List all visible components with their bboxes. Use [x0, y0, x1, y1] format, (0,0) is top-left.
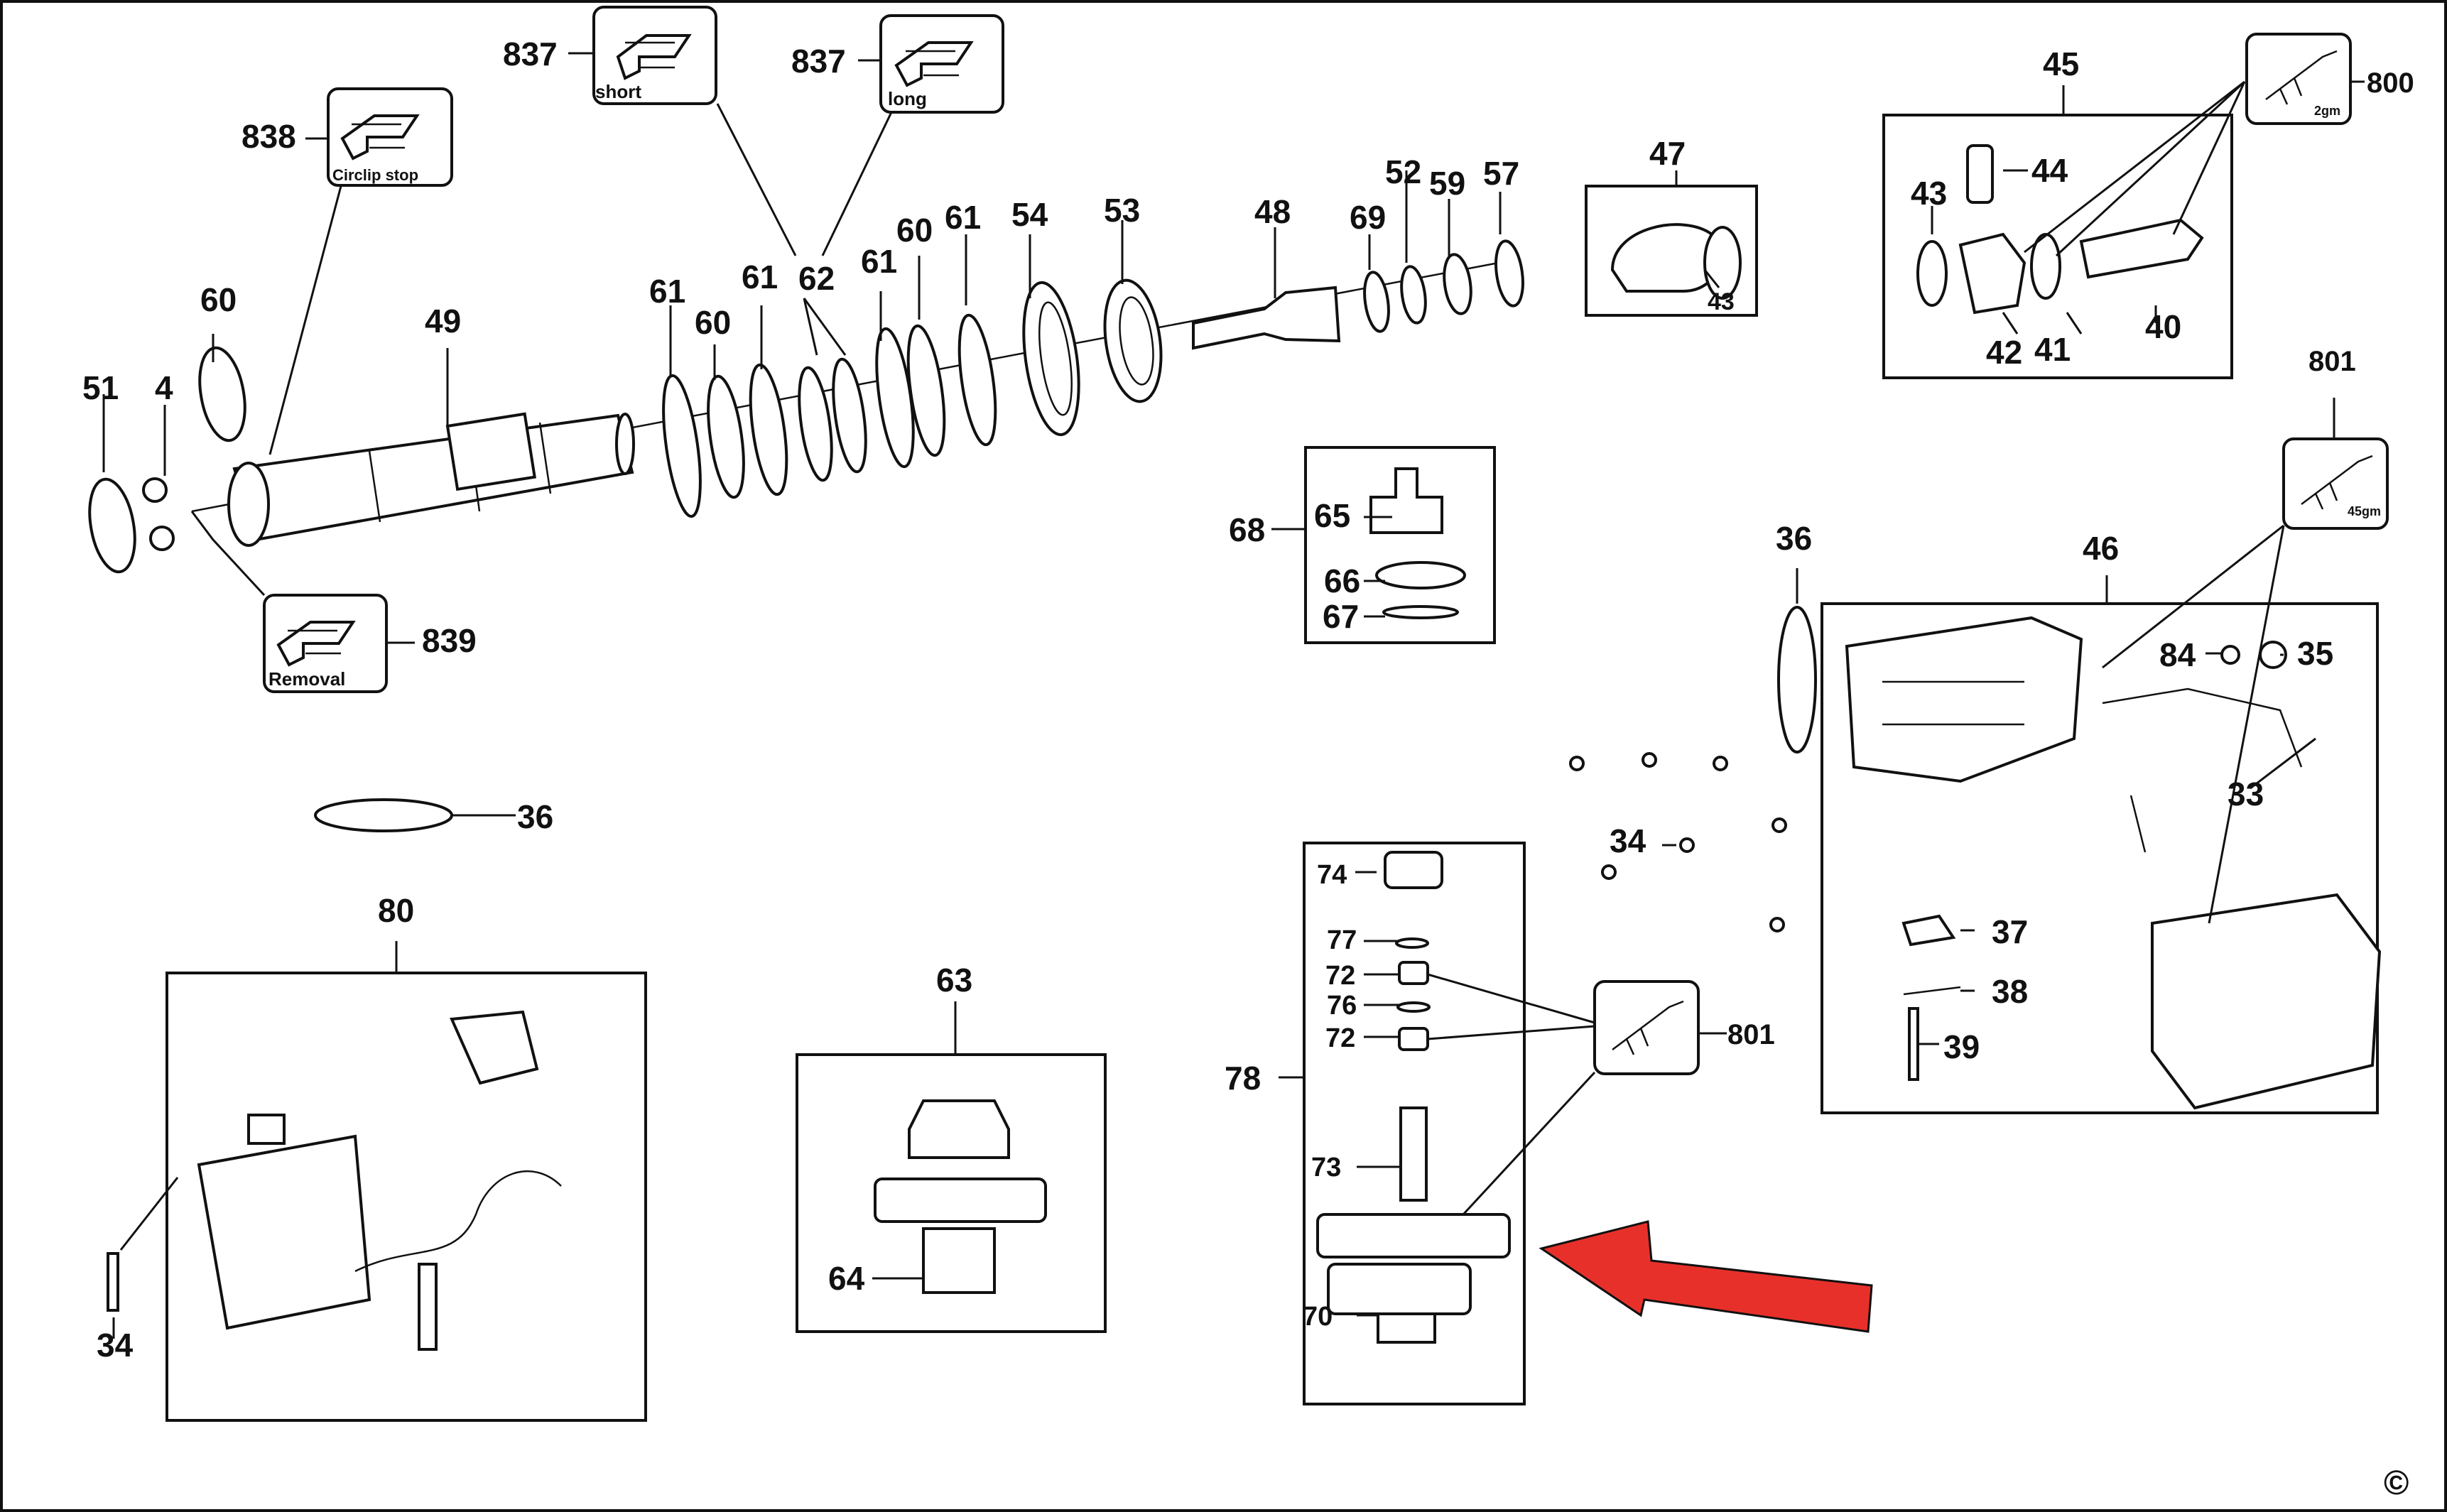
callout-removal-label: Removal — [268, 668, 345, 690]
label-40: 40 — [2145, 308, 2181, 345]
highlight-arrow — [1539, 1220, 1873, 1333]
callout-838-circlip-stop: Circlip stop — [327, 87, 453, 187]
label-80: 80 — [378, 892, 414, 929]
grease-2gm-label: 2gm — [2314, 104, 2340, 118]
label-49: 49 — [425, 303, 461, 339]
label-839: 839 — [422, 622, 477, 659]
label-61-d: 61 — [945, 199, 981, 236]
label-73: 73 — [1311, 1153, 1341, 1182]
label-801-lower: 801 — [1727, 1019, 1775, 1050]
label-62: 62 — [798, 260, 835, 297]
part-labels: 837 837 838 839 51 4 60 49 61 60 61 62 6… — [82, 36, 2414, 1364]
label-54: 54 — [1011, 196, 1048, 233]
label-800: 800 — [2367, 67, 2414, 99]
label-52: 52 — [1385, 153, 1421, 190]
label-53: 53 — [1104, 192, 1140, 229]
callout-800-grease-2gm: 2gm — [2245, 33, 2352, 125]
label-61-a: 61 — [649, 273, 685, 310]
label-61-c: 61 — [861, 243, 897, 280]
label-70: 70 — [1303, 1302, 1333, 1332]
label-45: 45 — [2043, 45, 2079, 82]
label-67: 67 — [1323, 598, 1359, 635]
label-84: 84 — [2159, 636, 2196, 673]
label-4: 4 — [155, 369, 173, 406]
label-60-b: 60 — [695, 304, 731, 341]
label-72-lower: 72 — [1325, 1023, 1355, 1053]
label-43-box45: 43 — [1911, 175, 1947, 212]
copyright-mark: © — [2384, 1464, 2409, 1502]
label-48: 48 — [1254, 193, 1291, 230]
label-47: 47 — [1649, 135, 1686, 172]
callout-801-grease-lower — [1593, 980, 1700, 1075]
label-837-short: 837 — [503, 36, 558, 72]
assembly-47 — [1585, 185, 1758, 317]
label-36-left: 36 — [517, 798, 553, 835]
label-69: 69 — [1350, 199, 1386, 236]
label-60-left: 60 — [200, 281, 237, 318]
label-60-c: 60 — [896, 212, 933, 249]
label-63: 63 — [936, 962, 972, 999]
label-33: 33 — [2228, 776, 2264, 812]
callout-short-label: short — [595, 81, 641, 102]
label-37: 37 — [1992, 913, 2028, 950]
assembly-63 — [796, 1053, 1107, 1333]
label-801-upper: 801 — [2308, 346, 2356, 377]
assembly-78 — [1303, 842, 1526, 1405]
callout-long-label: long — [888, 88, 927, 109]
callout-circlip-stop-label: Circlip stop — [332, 166, 418, 184]
label-78: 78 — [1225, 1060, 1261, 1097]
callout-839-removal: Removal — [263, 594, 388, 693]
label-43-box47: 43 — [1708, 288, 1735, 315]
label-38: 38 — [1992, 973, 2028, 1010]
label-59: 59 — [1429, 165, 1465, 202]
label-35: 35 — [2297, 635, 2333, 672]
assembly-46 — [1821, 602, 2382, 1114]
label-39: 39 — [1943, 1028, 1980, 1065]
callout-837-long: long — [879, 14, 1004, 114]
label-51: 51 — [82, 369, 119, 406]
spindle-assembly — [88, 239, 1524, 574]
leader-lines — [102, 52, 2365, 1339]
label-77: 77 — [1327, 925, 1357, 955]
label-41: 41 — [2034, 331, 2071, 368]
label-44: 44 — [2031, 152, 2068, 189]
label-66: 66 — [1324, 562, 1360, 599]
label-838: 838 — [242, 118, 296, 155]
label-68: 68 — [1229, 511, 1265, 548]
seal-36 — [1777, 606, 1817, 754]
label-65: 65 — [1314, 497, 1350, 534]
callout-837-short: short — [592, 6, 717, 105]
label-61-b: 61 — [742, 259, 778, 295]
label-34-motor: 34 — [97, 1327, 134, 1364]
label-34-screws: 34 — [1610, 822, 1646, 859]
label-46: 46 — [2083, 530, 2119, 567]
assembly-45 — [1882, 114, 2233, 379]
label-57: 57 — [1483, 155, 1519, 192]
screws-34 — [1569, 752, 1787, 932]
o-ring-36 — [314, 798, 453, 832]
grease-45gm-label: 45gm — [2348, 504, 2381, 518]
callout-801-grease-45gm: 45gm — [2282, 437, 2389, 530]
label-36-housing: 36 — [1776, 520, 1812, 557]
label-72-upper: 72 — [1325, 961, 1355, 991]
assembly-80 — [107, 972, 647, 1422]
label-837-long: 837 — [791, 43, 846, 80]
label-74: 74 — [1317, 860, 1347, 890]
label-64: 64 — [828, 1260, 865, 1297]
label-42: 42 — [1986, 334, 2022, 371]
label-76: 76 — [1327, 991, 1357, 1021]
